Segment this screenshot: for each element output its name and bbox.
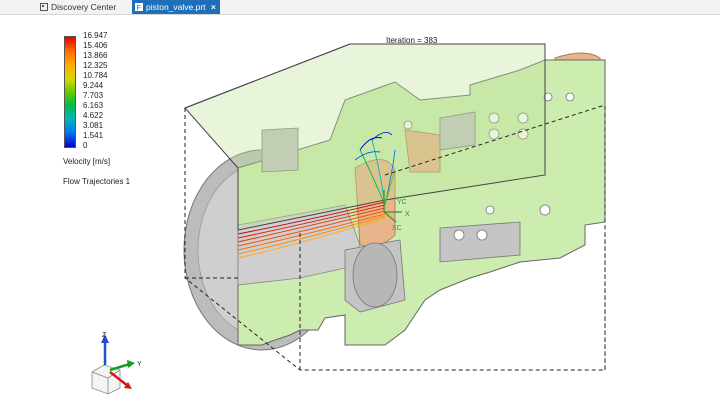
tab-discovery-center[interactable]: Discovery Center [40, 0, 116, 14]
legend-tick: 16.947 [83, 31, 108, 40]
legend-tick: 12.325 [83, 61, 108, 70]
legend-tick: 3.081 [83, 121, 104, 130]
legend-tick: 6.163 [83, 101, 104, 110]
y-axis-arrow [109, 362, 131, 372]
color-bar [64, 36, 76, 148]
velocity-legend-label: Velocity [m/s] [63, 157, 111, 166]
end-disc [183, 149, 341, 351]
local-csys-triad: YC X XC [383, 190, 410, 232]
legend-tick: 10.784 [83, 71, 108, 80]
pocket [344, 239, 406, 313]
cut-section-solid [237, 59, 606, 346]
discovery-center-icon [40, 2, 48, 11]
piston-valve-model [183, 43, 606, 371]
legend-tick: 15.406 [83, 41, 108, 50]
legend-tick: 1.541 [83, 131, 104, 140]
copper-inner [354, 159, 396, 247]
svg-text:F: F [137, 5, 141, 11]
tab-label: Discovery Center [51, 2, 117, 12]
copper-flange [554, 52, 601, 206]
x-axis-arrow [109, 371, 129, 387]
y-label: Y [137, 361, 142, 368]
bolt-holes [403, 92, 575, 241]
close-icon[interactable]: × [210, 2, 216, 12]
view-orientation-triad[interactable]: Z Y [91, 332, 142, 395]
yc-axis-label: YC [397, 199, 407, 206]
x-axis-label: X [405, 211, 410, 218]
legend-tick: 9.244 [83, 81, 104, 90]
iteration-readout: Iteration = 383 [386, 36, 438, 45]
legend-tick: 7.703 [83, 91, 104, 100]
legend-tick: 13.866 [83, 51, 108, 60]
bore-channel [237, 204, 361, 286]
tab-label: piston_valve.prt [146, 2, 206, 12]
bounding-box-front [184, 105, 606, 371]
flow-trajectories [237, 131, 396, 259]
xc-axis-label: XC [392, 225, 402, 232]
legend-tick: 0 [83, 141, 88, 150]
bounding-box-back [184, 43, 546, 176]
flow-trajectories-label[interactable]: Flow Trajectories 1 [63, 177, 131, 186]
part-file-icon: F [135, 2, 143, 11]
transparent-section-plane [184, 43, 546, 231]
legend-tick: 4.622 [83, 111, 104, 120]
z-label: Z [102, 332, 107, 339]
